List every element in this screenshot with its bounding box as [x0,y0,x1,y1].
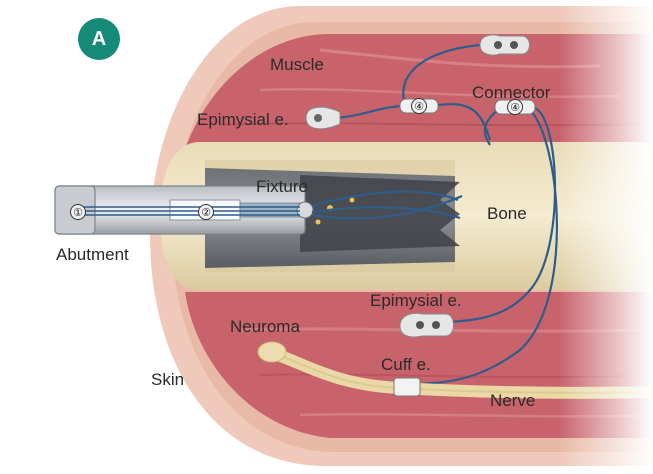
marker-fixture-part: ② [198,204,214,220]
label-fixture: Fixture [256,177,308,196]
label-cuff-electrode: Cuff e. [381,355,431,374]
lead-wires [311,43,558,386]
label-skin: Skin [151,370,185,389]
label-muscle: Muscle [270,55,324,74]
epimysial-electrode-topright-shape [479,34,530,56]
cuff-electrode-shape [393,377,421,397]
label-connector: Connector [472,83,551,102]
abutment-leads [80,206,300,216]
label-neuroma: Neuroma [230,317,300,336]
epimysial-electrode-top-shape [305,106,341,130]
label-epimysial-bottom: Epimysial e. [370,291,462,310]
label-epimysial-top: Epimysial e. [197,110,289,129]
marker-connector-right: ④ [507,99,523,115]
marker-abutment-part: ① [70,204,86,220]
label-abutment: Abutment [56,245,129,264]
epimysial-electrode-bottom-shape [399,312,454,338]
label-bone: Bone [487,204,527,223]
neuroma-shape [257,341,287,363]
panel-badge: A [78,18,120,60]
label-nerve: Nerve [490,391,536,410]
marker-connector-left: ④ [411,98,427,114]
